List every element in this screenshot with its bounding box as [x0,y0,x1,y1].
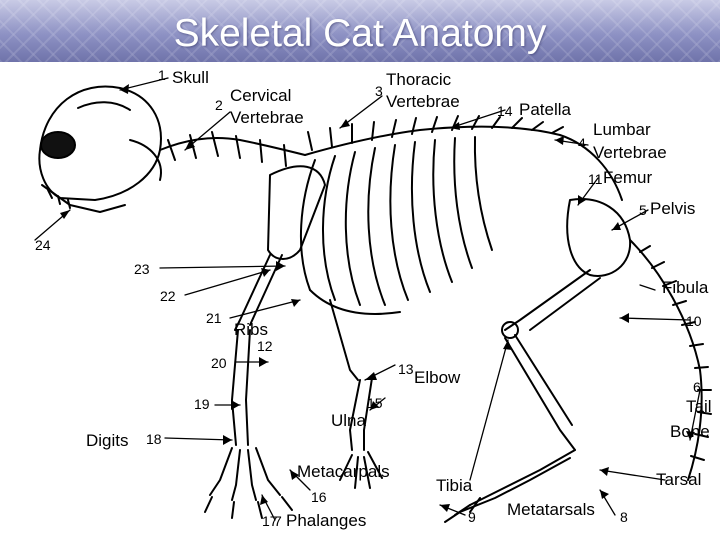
label-fibula: Fibula [662,278,709,297]
label-pelvis: Pelvis [650,199,696,218]
label-tibia: Tibia [436,476,473,495]
number-18: 18 [146,431,162,447]
number-19: 19 [194,396,210,412]
number-7: 7 [274,513,282,529]
label-cervical-line1: Cervical [230,86,292,105]
label-lumbar-line2: Vertebrae [593,143,667,162]
skull-bone [38,85,162,213]
front-leg-bones [204,254,293,519]
leader-lines [34,77,701,521]
number-11: 11 [588,171,603,187]
number-3: 3 [375,83,383,99]
number-5: 5 [639,202,647,218]
number-12: 12 [257,338,273,354]
number-4: 4 [578,135,586,151]
label-tail-line2: Bone [670,422,710,441]
number-21: 21 [206,310,222,326]
tail-bone [629,239,712,481]
label-patella: Patella [519,100,571,119]
pelvis-bone [566,198,632,277]
number-13: 13 [398,361,414,377]
tibia-fibula-bone [504,334,576,451]
femur-bone [501,269,601,339]
hind-foot-bones [444,449,576,523]
cervical-vertebrae-bone [159,131,306,167]
number-17: 17 [262,513,278,529]
number-16: 16 [311,489,327,505]
label-digits: Digits [86,431,129,450]
number-14: 14 [497,103,513,119]
label-skull: Skull [172,68,209,87]
number-24: 24 [35,237,51,253]
number-15: 15 [367,395,383,411]
label-metatarsals: Metatarsals [507,500,595,519]
label-cervical-line2: Vertebrae [230,108,304,127]
label-tarsal: Tarsal [656,470,702,489]
label-femur: Femur [603,168,653,187]
number-9: 9 [468,509,476,525]
number-2: 2 [215,97,223,113]
title-banner: Skeletal Cat Anatomy [0,0,720,62]
label-ulna: Ulna [331,411,366,430]
label-metacarpals: Metacarpals [297,462,390,481]
label-tail-line1: Tail [686,397,712,416]
number-10: 10 [686,313,702,329]
number-8: 8 [620,509,628,525]
label-ribs: Ribs [234,320,269,339]
label-lumbar-line1: Lumbar [593,120,651,139]
number-20: 20 [211,355,227,371]
number-22: 22 [160,288,176,304]
page-title: Skeletal Cat Anatomy [173,12,547,55]
number-1: 1 [158,67,166,83]
arrowheads [60,84,695,512]
label-elbow: Elbow [414,368,461,387]
label-thoracic-line2: Vertebrae [386,92,460,111]
label-thoracic-line1: Thoracic [386,70,452,89]
spine-bone [304,115,623,201]
number-23: 23 [134,261,150,277]
label-phalanges: Phalanges [286,511,367,530]
near-front-leg-bones [329,299,383,489]
ribs-bone [299,136,493,315]
scapula-bone [267,165,326,260]
banner-pattern [0,0,720,62]
number-6: 6 [693,379,701,395]
